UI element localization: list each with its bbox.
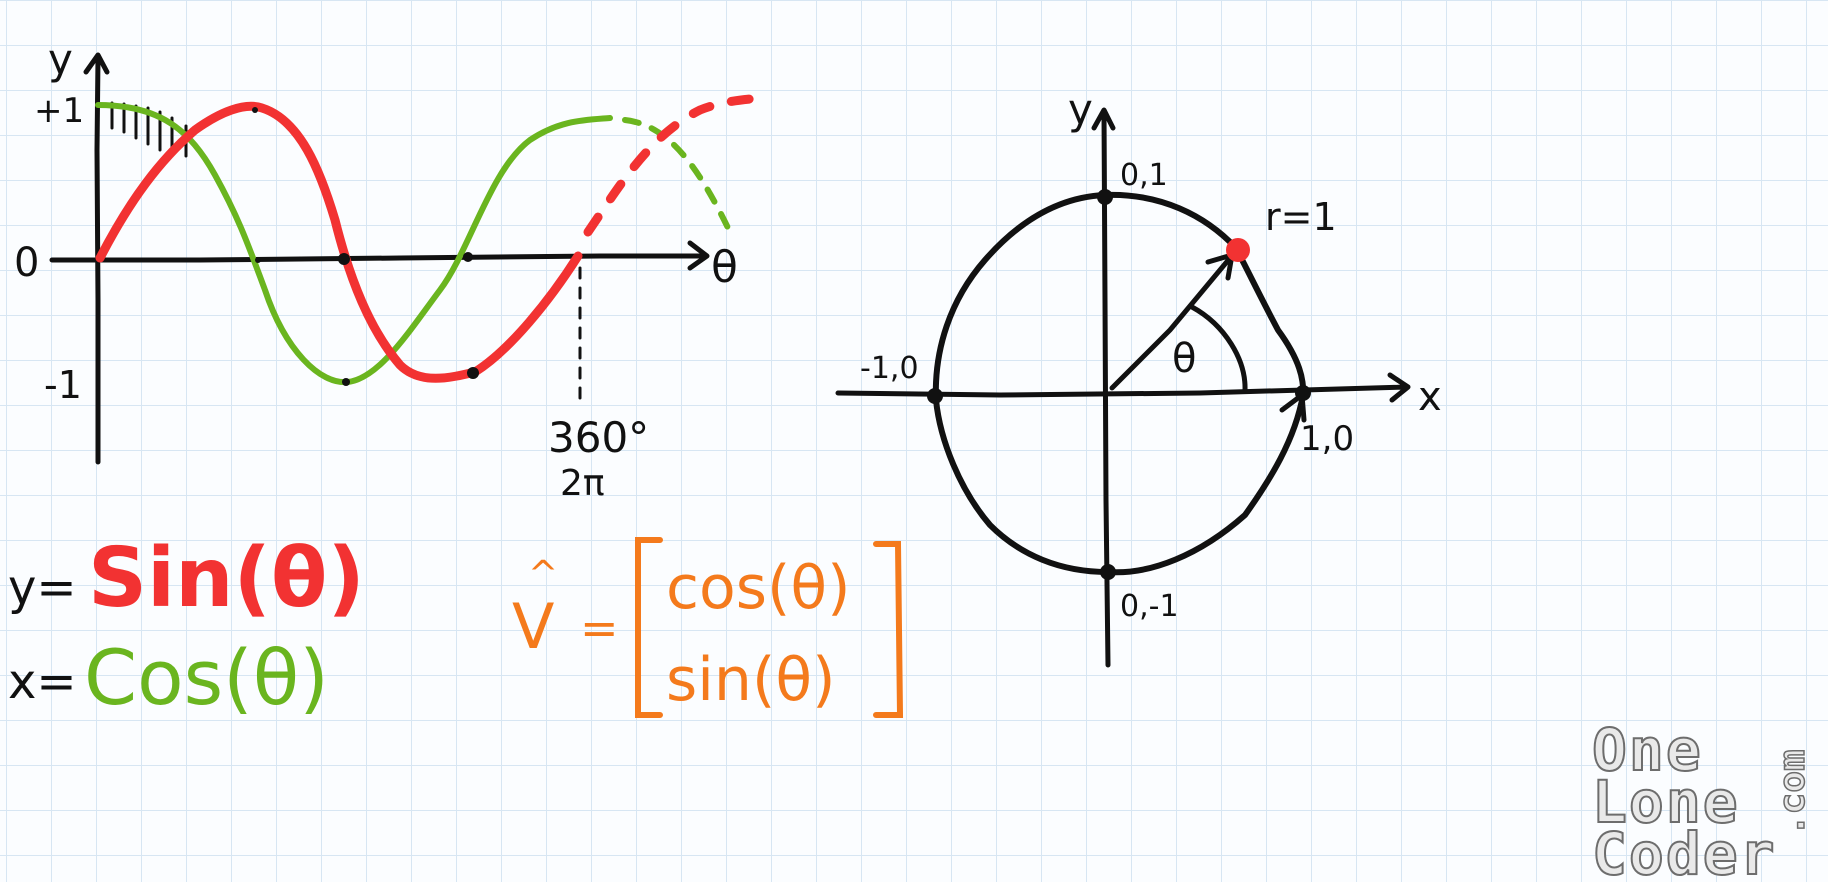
sine-equation-lhs: y= <box>8 560 77 616</box>
sine-curve <box>95 101 583 383</box>
label-right-point: 1,0 <box>1300 419 1354 459</box>
sine-zero-dot <box>338 253 350 265</box>
vector-equals: = <box>580 601 619 655</box>
vector-row-sin: sin(θ) <box>666 645 835 715</box>
wave-theta-label: θ <box>711 242 738 293</box>
angle-arc <box>1189 304 1248 393</box>
radius-label: r=1 <box>1265 195 1337 239</box>
circle-x-label: x <box>1418 374 1442 420</box>
sine-peak-dot <box>252 107 258 113</box>
wave-y-label: y <box>48 35 73 84</box>
logo-line-one: One <box>1591 716 1703 784</box>
hatch-marks <box>110 101 188 158</box>
cosine-trough-dot <box>342 378 350 386</box>
point-on-circle <box>1226 238 1250 262</box>
circle-y-axis <box>1091 107 1116 668</box>
tick-zero: 0 <box>14 240 39 286</box>
tick-minus-one: -1 <box>44 363 82 407</box>
sine-trough-dot <box>467 367 479 379</box>
angle-theta-label: θ <box>1172 336 1196 382</box>
wave-x-axis <box>49 240 710 271</box>
unit-circle: y x 0,1 0,-1 -1,0 1,0 r=1 θ <box>835 85 1442 668</box>
circle-y-label: y <box>1068 85 1093 134</box>
point-bottom <box>1100 564 1116 580</box>
sine-curve-dashed <box>583 94 755 237</box>
label-left-point: -1,0 <box>860 351 919 386</box>
period-degrees-label: 360° <box>548 413 649 462</box>
cosine-zero-dot <box>255 257 261 263</box>
point-left <box>927 388 943 404</box>
vector-row-cos: cos(θ) <box>666 553 850 623</box>
equations: y= Sin(θ) x= Cos(θ) ^ V = cos(θ) sin(θ) <box>8 531 904 722</box>
point-top <box>1097 189 1113 205</box>
cosine-equation-lhs: x= <box>8 654 77 710</box>
period-radians-label: 2π <box>560 463 605 504</box>
label-top-point: 0,1 <box>1120 158 1168 193</box>
sine-equation-rhs: Sin(θ) <box>88 531 365 626</box>
cosine-equation-rhs: Cos(θ) <box>84 633 329 722</box>
cosine-curve-dashed <box>622 117 733 235</box>
logo-domain: .com <box>1771 749 1814 837</box>
point-right <box>1295 385 1311 401</box>
tick-plus-one: +1 <box>34 91 84 131</box>
cosine-zero-dot-2 <box>463 252 473 262</box>
wave-plot: y +1 0 -1 θ 360° 2π <box>14 35 755 504</box>
vector-right-bracket <box>873 541 904 718</box>
vector-left-bracket <box>635 537 663 718</box>
logo-line-lone: Lone <box>1591 768 1740 836</box>
vector-hat: ^ <box>528 554 558 595</box>
onelonecoder-logo: One Lone Coder <box>1591 716 1777 888</box>
vector-symbol: V <box>512 590 554 663</box>
label-bottom-point: 0,-1 <box>1120 589 1179 624</box>
circle-outline <box>932 191 1307 576</box>
logo-line-coder: Coder <box>1591 820 1777 888</box>
